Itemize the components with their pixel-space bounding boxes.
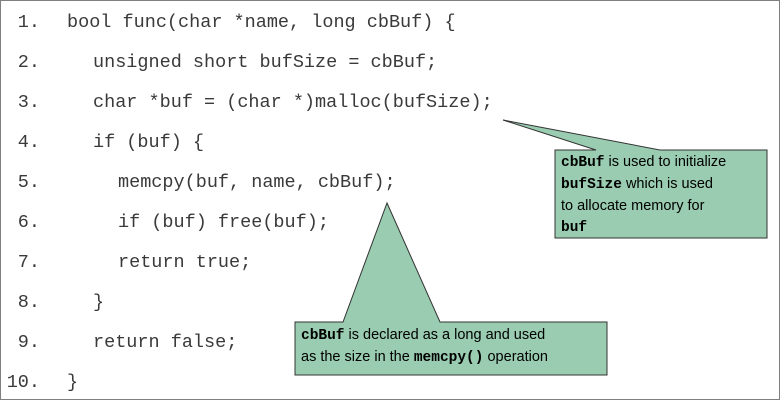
line-number: 9. (17, 332, 40, 353)
line-number: 4. (17, 132, 40, 153)
code-text: memcpy(buf, name, cbBuf); (118, 172, 396, 193)
line-number: 10. (6, 372, 40, 393)
code-text: return true; (118, 252, 252, 273)
code-text: } (67, 372, 79, 393)
callout-bottom-line-1: cbBuf is declared as a long and used (301, 325, 605, 347)
callout-top-right-line-4: buf (561, 217, 765, 239)
code-text: bool func(char *name, long cbBuf) { (67, 12, 456, 33)
code-line-4: 4. if (buf) { (0, 131, 204, 155)
term-bufsize: bufSize (561, 177, 622, 193)
callout-text-fragment: is used to initialize (604, 154, 727, 170)
code-line-1: 1. bool func(char *name, long cbBuf) { (0, 11, 456, 35)
code-line-3: 3. char *buf = (char *)malloc(bufSize); (0, 91, 493, 115)
callout-bottom-line-2: as the size in the memcpy() operation (301, 347, 605, 369)
callout-top-right-line-1: cbBuf is used to initialize (561, 152, 765, 174)
code-text: } (93, 292, 105, 313)
code-line-7: 7. return true; (0, 251, 251, 275)
callout-text-fragment: as the size in the (301, 349, 414, 365)
code-text: return false; (93, 332, 238, 353)
line-number: 7. (17, 252, 40, 273)
code-line-6: 6. if (buf) free(buf); (0, 211, 329, 235)
code-text: if (buf) free(buf); (118, 212, 329, 233)
callout-bottom-shape (294, 201, 608, 376)
callout-text-fragment: operation (483, 349, 548, 365)
term-memcpy: memcpy() (413, 350, 484, 366)
code-line-2: 2. unsigned short bufSize = cbBuf; (0, 51, 437, 75)
code-text: char *buf = (char *)malloc(bufSize); (93, 92, 493, 113)
line-number: 2. (17, 52, 40, 73)
line-number: 3. (17, 92, 40, 113)
callout-text-fragment: to allocate memory for (561, 198, 705, 214)
code-line-10: 10. } (0, 371, 78, 395)
line-number: 6. (17, 212, 40, 233)
code-text: if (buf) { (93, 132, 205, 153)
code-line-5: 5. memcpy(buf, name, cbBuf); (0, 171, 396, 195)
code-line-9: 9. return false; (0, 331, 238, 355)
line-number: 5. (17, 172, 40, 193)
term-cbbuf: cbBuf (561, 155, 605, 171)
callout-top-right-line-3: to allocate memory for (561, 196, 765, 217)
callout-bottom-text: cbBuf is declared as a long and used as … (301, 325, 605, 369)
term-buf: buf (561, 220, 588, 236)
callout-top-right-text: cbBuf is used to initialize bufSize whic… (561, 152, 765, 239)
line-number: 1. (17, 12, 40, 33)
term-cbbuf: cbBuf (301, 328, 345, 344)
callout-text-fragment: is declared as a long and used (344, 327, 546, 343)
callout-top-right-shape (502, 119, 768, 239)
code-text: unsigned short bufSize = cbBuf; (93, 52, 438, 73)
line-number: 8. (17, 292, 40, 313)
callout-top-right-line-2: bufSize which is used (561, 174, 765, 196)
code-line-8: 8. } (0, 291, 104, 315)
callout-text-fragment: which is used (621, 176, 713, 192)
